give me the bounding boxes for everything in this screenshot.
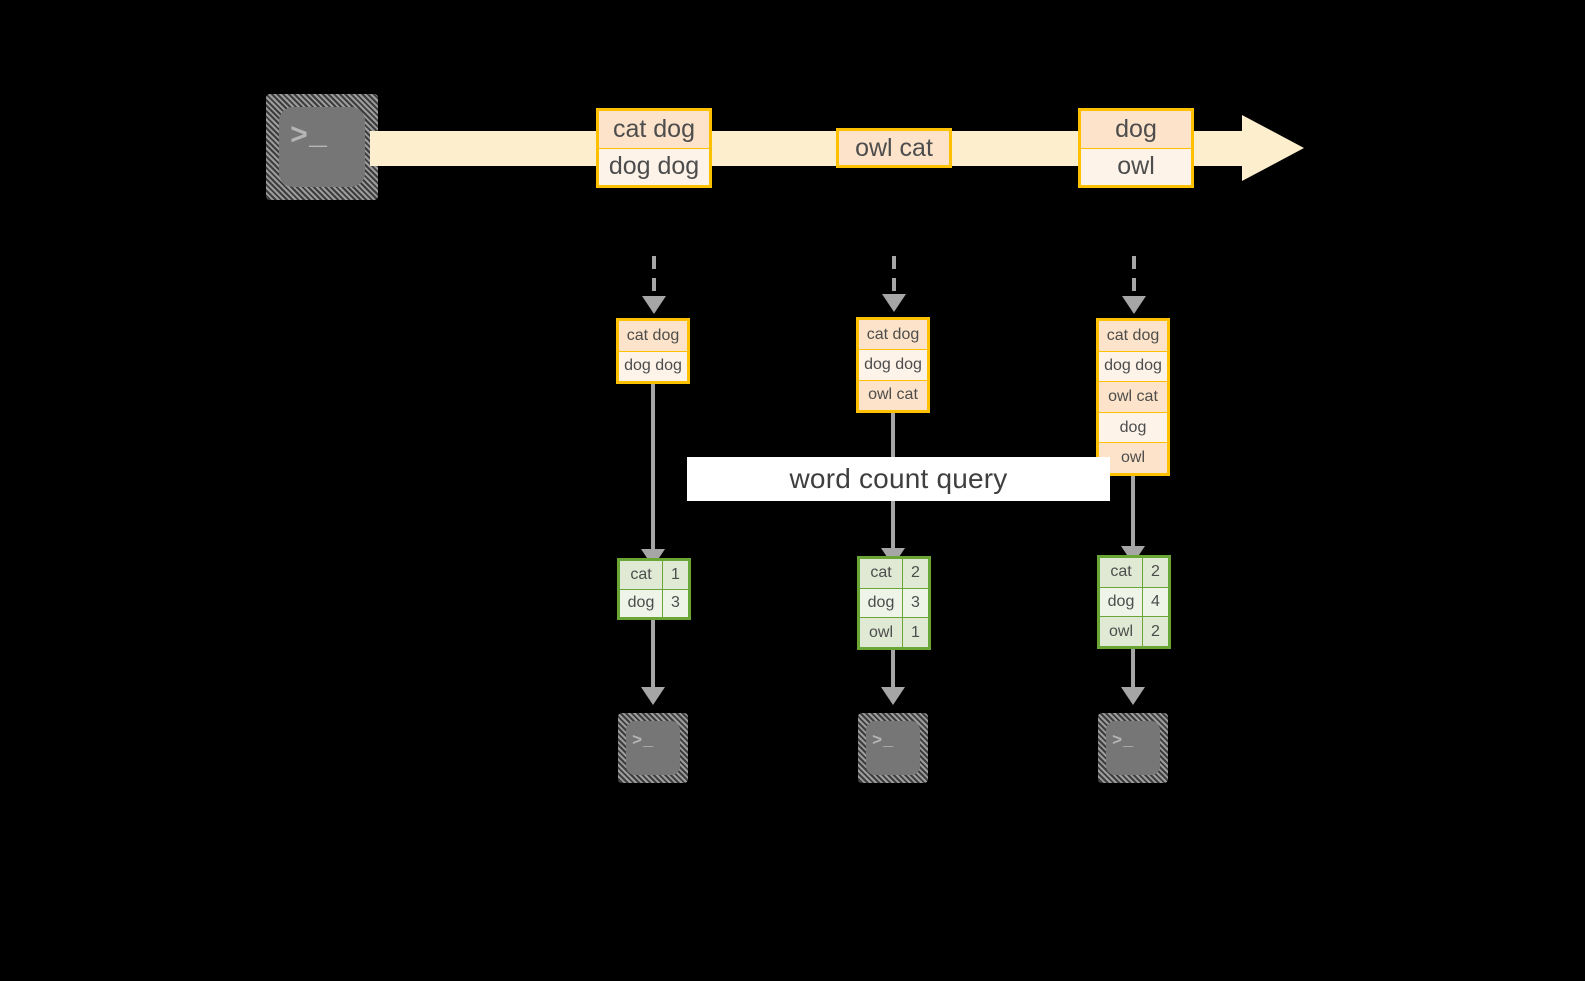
terminal-face: [279, 107, 365, 187]
stream-batch-box: cat dog dog dog: [596, 108, 712, 188]
stream-batch-line: owl: [1081, 147, 1191, 185]
accumulated-table-line: owl: [1099, 442, 1167, 473]
query-label-banner: word count query: [687, 457, 1110, 501]
result-row: cat 2: [1100, 558, 1168, 587]
sink-terminal-icon: >_: [858, 713, 928, 783]
result-count: 3: [662, 589, 688, 617]
terminal-face: [866, 721, 920, 775]
stream-batch-line: owl cat: [839, 131, 949, 165]
result-word: dog: [867, 594, 895, 611]
result-count: 3: [902, 588, 928, 618]
result-word: cat: [630, 565, 652, 583]
result-row: cat 2: [860, 559, 928, 588]
accumulated-table-line: dog dog: [619, 350, 687, 381]
result-count: 1: [902, 618, 928, 648]
accumulated-table-line: dog: [1099, 411, 1167, 443]
result-table: cat 2 dog 3 owl 1: [857, 556, 931, 650]
sink-terminal-icon: >_: [618, 713, 688, 783]
source-terminal-icon: >_: [266, 94, 378, 200]
terminal-prompt-glyph: >_: [1112, 732, 1135, 751]
terminal-face: [626, 721, 680, 775]
result-count: 1: [662, 561, 688, 589]
stream-to-table-arrowhead: [882, 294, 906, 312]
query-label-text: word count query: [789, 463, 1008, 494]
accumulated-table-line: cat dog: [859, 320, 927, 350]
result-row: owl 1: [860, 617, 928, 648]
result-row: dog 4: [1100, 586, 1168, 617]
result-to-sink-connector: [651, 620, 655, 692]
query-connector: [1131, 476, 1135, 556]
stream-to-table-connector: [1132, 256, 1136, 300]
stream-batch-line: dog: [1081, 111, 1191, 148]
terminal-prompt-glyph: >_: [632, 732, 655, 751]
accumulated-table-line: owl cat: [1099, 381, 1167, 412]
terminal-face: [1106, 721, 1160, 775]
sink-terminal-icon: >_: [1098, 713, 1168, 783]
result-to-sink-arrowhead: [641, 687, 665, 705]
stream-to-table-arrowhead: [642, 296, 666, 314]
result-count: 2: [902, 559, 928, 588]
accumulated-table-line: cat dog: [1099, 321, 1167, 351]
stream-arrow-head: [1242, 115, 1304, 181]
result-to-sink-arrowhead: [881, 687, 905, 705]
stream-to-table-connector: [652, 256, 656, 300]
stream-batch-line: cat dog: [599, 111, 709, 148]
accumulated-table-line: dog dog: [859, 349, 927, 380]
result-to-sink-connector: [1131, 649, 1135, 692]
stream-batch-box: dog owl: [1078, 108, 1194, 188]
accumulated-table-line: owl cat: [859, 379, 927, 410]
accumulated-table: cat dog dog dog: [616, 318, 690, 384]
result-word: cat: [1110, 563, 1132, 581]
result-word: cat: [870, 564, 892, 582]
query-connector: [651, 384, 655, 556]
result-to-sink-arrowhead: [1121, 687, 1145, 705]
result-table: cat 1 dog 3: [617, 558, 691, 620]
result-row: owl 2: [1100, 616, 1168, 647]
result-count: 2: [1142, 558, 1168, 587]
result-word: owl: [1108, 622, 1133, 640]
stream-batch-line: dog dog: [599, 147, 709, 185]
result-row: dog 3: [620, 588, 688, 617]
result-count: 2: [1142, 617, 1168, 647]
accumulated-table-line: dog dog: [1099, 350, 1167, 382]
result-to-sink-connector: [891, 650, 895, 692]
result-word: owl: [868, 623, 893, 641]
stream-to-table-connector: [892, 256, 896, 298]
result-row: cat 1: [620, 561, 688, 589]
terminal-prompt-glyph: >_: [290, 120, 329, 154]
accumulated-table: cat dog dog dog owl cat: [856, 317, 930, 413]
result-count: 4: [1142, 587, 1168, 617]
stream-batch-box: owl cat: [836, 128, 952, 168]
result-table: cat 2 dog 4 owl 2: [1097, 555, 1171, 649]
result-word: dog: [1107, 593, 1135, 610]
accumulated-table-line: cat dog: [619, 321, 687, 351]
accumulated-table: cat dog dog dog owl cat dog owl: [1096, 318, 1170, 476]
result-word: dog: [627, 594, 655, 612]
terminal-prompt-glyph: >_: [872, 732, 895, 751]
stream-to-table-arrowhead: [1122, 296, 1146, 314]
result-row: dog 3: [860, 587, 928, 618]
